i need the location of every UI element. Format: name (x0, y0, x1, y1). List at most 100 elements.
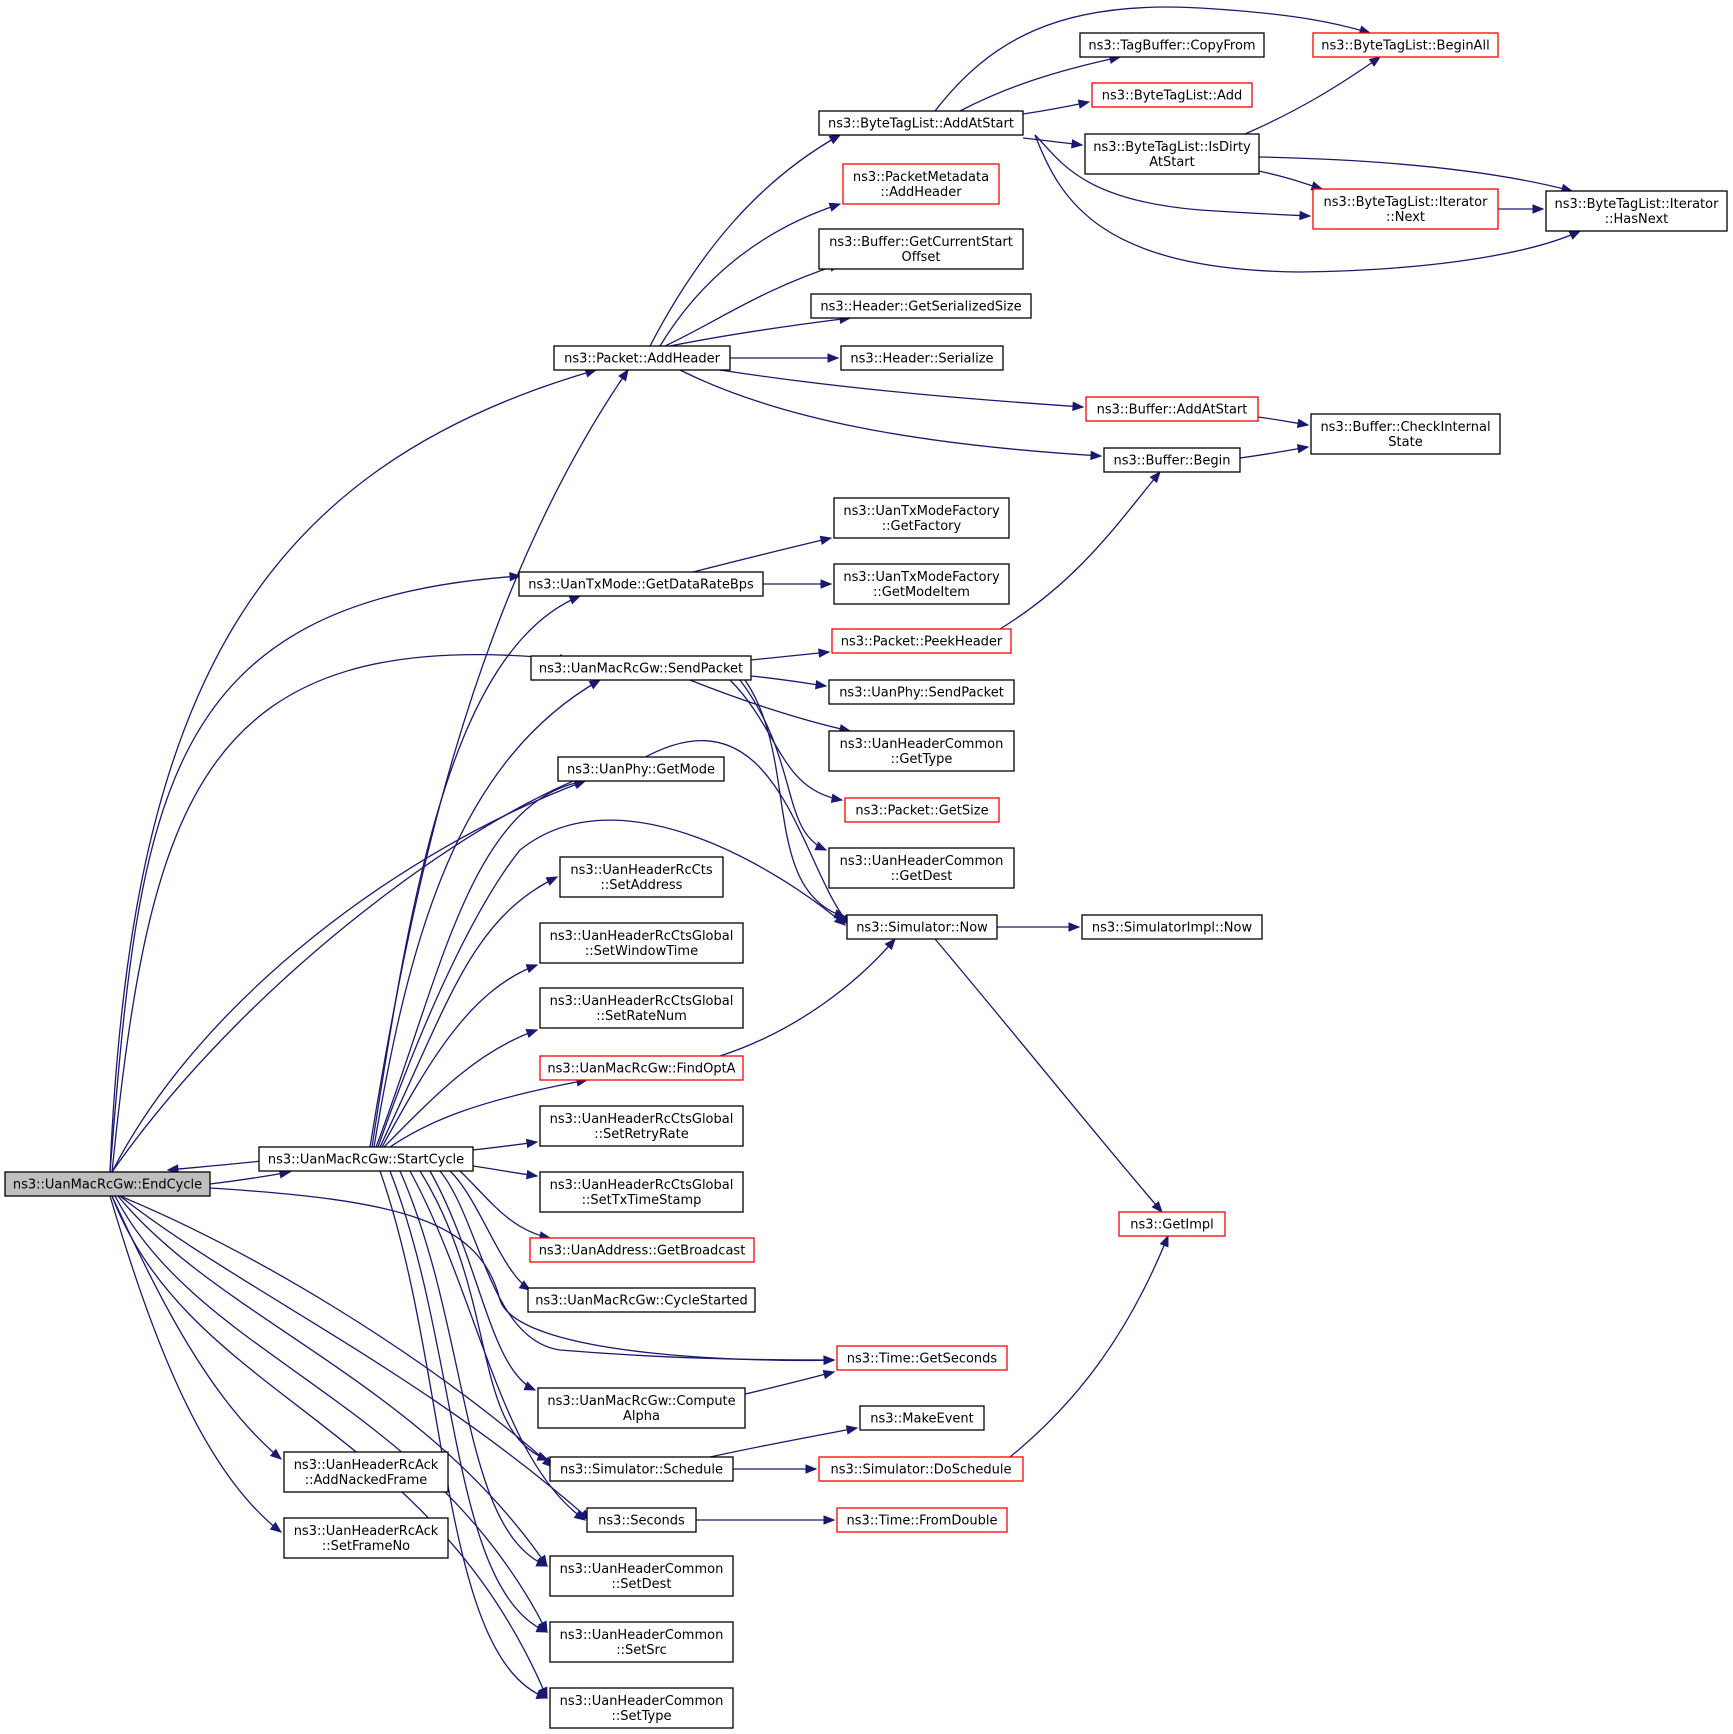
node-box (828, 679, 1015, 705)
edge-line (109, 575, 521, 1173)
node-label: ns3::ByteTagList::IsDirty (1093, 140, 1251, 155)
edge-line (750, 675, 827, 687)
node-add-nacked[interactable]: ns3::UanHeaderRcAck::AddNackedFrame (283, 1451, 449, 1493)
node-label: ns3::ByteTagList::Iterator (1555, 197, 1720, 212)
node-box (549, 1687, 734, 1729)
node-seconds[interactable]: ns3::Seconds (586, 1507, 697, 1533)
call-edge-buf_add_at_start-to-buf_check_internal (1257, 416, 1310, 428)
node-label: ns3::UanTxMode::GetDataRateBps (528, 578, 754, 593)
node-label: ::SetTxTimeStamp (582, 1193, 702, 1208)
node-btl-add-at-start[interactable]: ns3::ByteTagList::AddAtStart (818, 110, 1024, 136)
call-edge-end_cycle-to-get_data_rate (109, 571, 522, 1173)
node-packet-add-header[interactable]: ns3::Packet::AddHeader (553, 345, 731, 371)
node-set-retry-rate[interactable]: ns3::UanHeaderRcCtsGlobal::SetRetryRate (539, 1105, 744, 1147)
node-sim-schedule[interactable]: ns3::Simulator::Schedule (549, 1456, 734, 1482)
node-txf-get-factory[interactable]: ns3::UanTxModeFactory::GetFactory (833, 497, 1010, 539)
node-label: ::GetFactory (882, 519, 962, 534)
call-edge-start_cycle-to-seconds (409, 1170, 587, 1521)
node-label: ns3::ByteTagList::BeginAll (1321, 39, 1489, 54)
node-label: ns3::Packet::GetSize (855, 804, 988, 819)
arrowhead (828, 202, 842, 212)
node-txf-get-mode-item[interactable]: ns3::UanTxModeFactory::GetModeItem (833, 563, 1010, 605)
node-set-window-time[interactable]: ns3::UanHeaderRcCtsGlobal::SetWindowTime (539, 922, 744, 964)
node-get-impl[interactable]: ns3::GetImpl (1118, 1211, 1226, 1237)
node-label: ns3::UanMacRcGw::CycleStarted (535, 1294, 748, 1309)
node-find-opt-a[interactable]: ns3::UanMacRcGw::FindOptA (539, 1055, 744, 1081)
node-label: ns3::UanMacRcGw::Compute (547, 1394, 735, 1409)
node-end-cycle[interactable]: ns3::UanMacRcGw::EndCycle (4, 1171, 211, 1197)
edge-line (659, 203, 841, 347)
arrowhead (588, 679, 602, 690)
node-buf-add-at-start[interactable]: ns3::Buffer::AddAtStart (1085, 396, 1259, 422)
node-label: ::HasNext (1605, 212, 1669, 227)
arrowhead (1151, 1200, 1163, 1214)
node-label: ns3::UanTxModeFactory (843, 504, 1000, 519)
arrowhead (525, 1029, 539, 1038)
node-sim-do-schedule[interactable]: ns3::Simulator::DoSchedule (818, 1456, 1024, 1482)
node-common-set-src[interactable]: ns3::UanHeaderCommon::SetSrc (549, 1621, 734, 1663)
node-box (586, 1507, 697, 1533)
node-common-get-dest[interactable]: ns3::UanHeaderCommon::GetDest (828, 847, 1015, 889)
node-time-get-seconds[interactable]: ns3::Time::GetSeconds (836, 1345, 1008, 1371)
node-btl-begin-all[interactable]: ns3::ByteTagList::BeginAll (1312, 32, 1499, 58)
call-edge-btl_add_at_start-to-btl_iter_next (1034, 134, 1312, 221)
node-label: ns3::Buffer::CheckInternal (1320, 420, 1490, 435)
node-common-set-dest[interactable]: ns3::UanHeaderCommon::SetDest (549, 1555, 734, 1597)
node-get-broadcast[interactable]: ns3::UanAddress::GetBroadcast (529, 1237, 755, 1263)
arrowhead (525, 1169, 539, 1180)
node-set-rate-num[interactable]: ns3::UanHeaderRcCtsGlobal::SetRateNum (539, 987, 744, 1029)
node-buf-begin[interactable]: ns3::Buffer::Begin (1103, 447, 1241, 473)
node-common-get-type[interactable]: ns3::UanHeaderCommon::GetType (828, 730, 1015, 772)
node-btl-add[interactable]: ns3::ByteTagList::Add (1091, 82, 1253, 108)
node-pkt-get-size[interactable]: ns3::Packet::GetSize (844, 797, 1000, 823)
edge-line (111, 653, 571, 1173)
node-label: ns3::Packet::PeekHeader (841, 635, 1003, 650)
node-start-cycle[interactable]: ns3::UanMacRcGw::StartCycle (258, 1146, 474, 1172)
edge-line (689, 679, 851, 732)
node-sim-now[interactable]: ns3::Simulator::Now (846, 914, 998, 940)
node-label: ns3::UanHeaderRcAck (294, 1524, 439, 1539)
edge-line (934, 6, 1371, 112)
node-cts-set-address[interactable]: ns3::UanHeaderRcCts::SetAddress (559, 856, 724, 898)
node-time-from-double[interactable]: ns3::Time::FromDouble (836, 1507, 1008, 1533)
node-common-set-type[interactable]: ns3::UanHeaderCommon::SetType (549, 1687, 734, 1729)
node-hdr-get-ser-size[interactable]: ns3::Header::GetSerializedSize (810, 293, 1032, 319)
node-box (840, 345, 1004, 371)
node-label: ::GetType (891, 752, 953, 767)
node-box (836, 1507, 1008, 1533)
node-get-data-rate[interactable]: ns3::UanTxMode::GetDataRateBps (518, 571, 764, 597)
node-tag-copy-from[interactable]: ns3::TagBuffer::CopyFrom (1079, 32, 1265, 58)
node-make-event[interactable]: ns3::MakeEvent (859, 1405, 985, 1431)
node-box (836, 1345, 1008, 1371)
node-phy-send-packet[interactable]: ns3::UanPhy::SendPacket (828, 679, 1015, 705)
node-set-tx-timestamp[interactable]: ns3::UanHeaderRcCtsGlobal::SetTxTimeStam… (539, 1171, 744, 1213)
arrowhead (1568, 230, 1582, 240)
node-send-packet[interactable]: ns3::UanMacRcGw::SendPacket (530, 655, 752, 681)
edge-line (1034, 134, 1581, 273)
node-pkt-peek-header[interactable]: ns3::Packet::PeekHeader (831, 628, 1012, 654)
node-box (557, 756, 725, 782)
node-box (539, 1171, 744, 1213)
call-edge-btl_is_dirty-to-btl_begin_all (1244, 56, 1382, 135)
node-simimpl-now[interactable]: ns3::SimulatorImpl::Now (1081, 914, 1263, 940)
node-set-frame-no[interactable]: ns3::UanHeaderRcAck::SetFrameNo (283, 1517, 449, 1559)
node-label: ns3::Time::FromDouble (847, 1514, 998, 1529)
node-pm-add-header[interactable]: ns3::PacketMetadata::AddHeader (842, 163, 1000, 205)
node-btl-iter-next[interactable]: ns3::ByteTagList::Iterator::Next (1312, 188, 1499, 230)
call-edge-pkt_peek_header-to-buf_begin (999, 470, 1161, 630)
call-edge-start_cycle-to-common_set_type (379, 1170, 549, 1699)
arrowhead (1149, 470, 1161, 484)
node-cycle-started[interactable]: ns3::UanMacRcGw::CycleStarted (527, 1287, 756, 1313)
node-phy-get-mode[interactable]: ns3::UanPhy::GetMode (557, 756, 725, 782)
arrowhead (814, 841, 828, 851)
edge-line (111, 1195, 282, 1460)
node-hdr-serialize[interactable]: ns3::Header::Serialize (840, 345, 1004, 371)
node-box (539, 922, 744, 964)
call-edge-start_cycle-to-get_broadcast (459, 1170, 552, 1241)
node-btl-iter-has-next[interactable]: ns3::ByteTagList::Iterator::HasNext (1545, 190, 1728, 232)
node-box (539, 1055, 744, 1081)
